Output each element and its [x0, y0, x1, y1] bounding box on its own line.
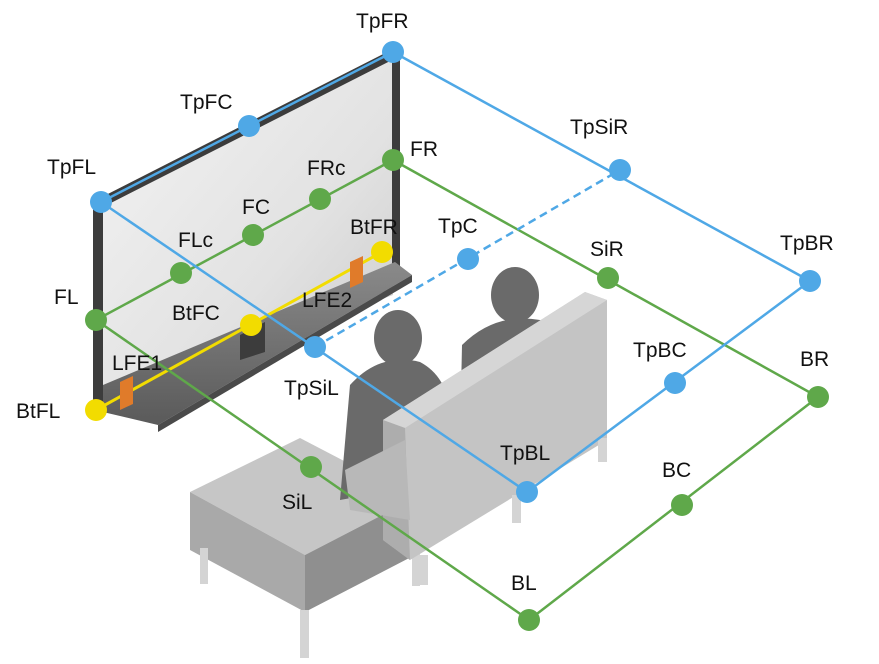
sofa-seat-left	[345, 440, 410, 520]
label-FL: FL	[54, 286, 79, 309]
speaker-dot-SiR	[597, 267, 619, 289]
label-BL: BL	[511, 572, 537, 595]
label-FC: FC	[242, 196, 270, 219]
speaker-dot-FLc	[170, 262, 192, 284]
speaker-dot-FR	[382, 149, 404, 171]
label-BtFR: BtFR	[350, 216, 398, 239]
label-FR: FR	[410, 138, 438, 161]
label-TpC: TpC	[438, 215, 478, 238]
top-speakers	[90, 41, 821, 503]
speaker-dot-BtFR	[371, 241, 393, 263]
speaker-dot-BtFL	[85, 399, 107, 421]
sofa-back-top	[383, 292, 607, 428]
speaker-dot-TpSiL	[304, 336, 326, 358]
sofa-leg	[420, 555, 428, 585]
label-TpFC: TpFC	[180, 91, 233, 114]
speaker-dot-TpFR	[382, 41, 404, 63]
speaker-dot-BR	[807, 386, 829, 408]
ottoman-top	[190, 438, 415, 555]
bottom-speakers	[85, 241, 393, 421]
sofa-leg	[512, 495, 521, 523]
bottom-front-line	[95, 250, 383, 412]
label-SiR: SiR	[590, 238, 624, 261]
tv-shelf-front	[158, 275, 412, 432]
main-speakers	[85, 149, 829, 631]
label-SiL: SiL	[282, 491, 312, 514]
label-BC: BC	[662, 459, 691, 482]
label-TpBC: TpBC	[633, 339, 687, 362]
label-TpFL: TpFL	[47, 156, 96, 179]
speaker-dot-TpFL	[90, 191, 112, 213]
speaker-dot-BC	[671, 494, 693, 516]
speaker-dot-TpC	[457, 248, 479, 270]
label-FLc: FLc	[178, 229, 213, 252]
ottoman-leg	[200, 548, 208, 584]
speaker-dot-FRc	[309, 188, 331, 210]
lfe1-box	[120, 376, 133, 410]
lfe2-box	[350, 256, 363, 288]
label-TpSiR: TpSiR	[570, 116, 628, 139]
speaker-dot-FL	[85, 309, 107, 331]
label-TpSiL: TpSiL	[284, 377, 339, 400]
screen-left-edge	[93, 202, 103, 412]
speaker-dot-BtFC	[240, 314, 262, 336]
speaker-dot-TpBR	[799, 270, 821, 292]
speaker-dot-TpFC	[238, 115, 260, 137]
label-TpBL: TpBL	[500, 442, 550, 465]
speaker-dot-TpBL	[516, 481, 538, 503]
label-TpBR: TpBR	[780, 232, 834, 255]
label-TpFR: TpFR	[356, 10, 409, 33]
ottoman-front	[190, 492, 305, 612]
speaker-dot-BL	[518, 609, 540, 631]
label-BtFC: BtFC	[172, 302, 220, 325]
label-FRc: FRc	[307, 157, 346, 180]
sofa-leg	[598, 438, 607, 462]
ottoman-leg	[412, 552, 420, 586]
label-LFE2: LFE2	[302, 289, 352, 312]
speaker-dot-SiL	[300, 456, 322, 478]
sofa-back	[383, 292, 607, 560]
speaker-labels: TpFR TpFC TpFL TpSiR TpBR TpC TpBC TpSiL…	[16, 10, 834, 595]
speaker-dot-TpBC	[664, 372, 686, 394]
speaker-dot-FC	[242, 224, 264, 246]
label-BR: BR	[800, 348, 829, 371]
speaker-dot-TpSiR	[609, 159, 631, 181]
label-LFE1: LFE1	[112, 352, 162, 375]
ottoman-leg	[300, 610, 309, 658]
label-BtFL: BtFL	[16, 400, 60, 423]
